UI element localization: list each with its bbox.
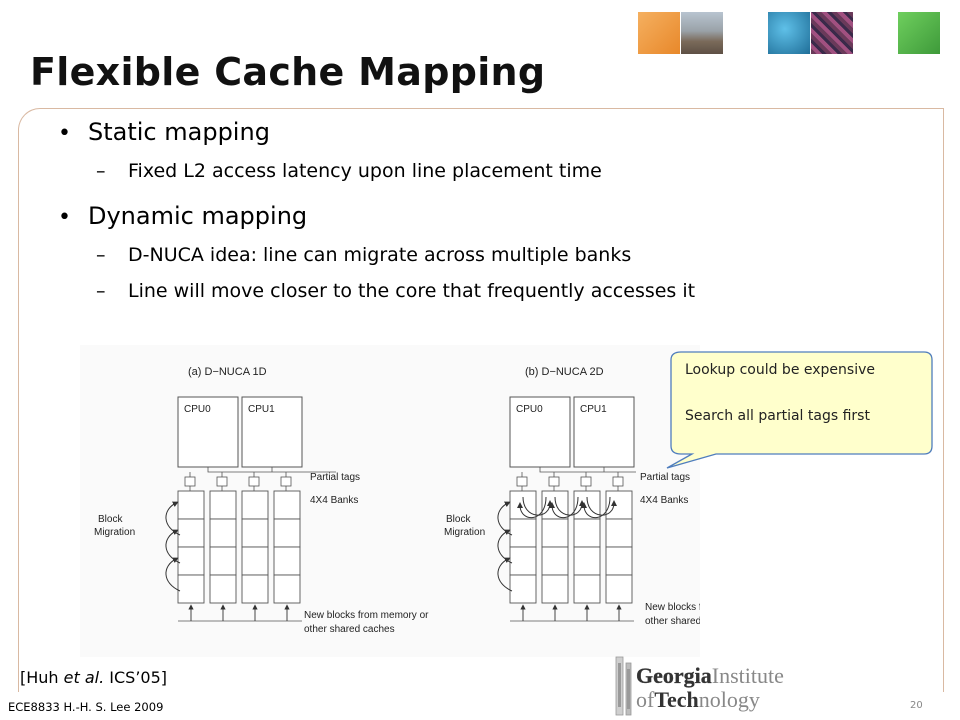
- sub-bullet: – D-NUCA idea: line can migrate across m…: [96, 244, 918, 266]
- bullet-static-mapping: • Static mapping: [58, 118, 918, 146]
- bullet-dynamic-mapping: • Dynamic mapping: [58, 202, 918, 230]
- cpu0-label-b: CPU0: [516, 404, 543, 415]
- logo-of: of: [636, 687, 655, 712]
- svg-text:ofTechnology: ofTechnology: [636, 687, 760, 712]
- orange-thumbnail: [638, 12, 680, 54]
- migration-arrows-a: [165, 501, 181, 592]
- georgia-tech-logo: GeorgiaInstitute ofTechnology: [615, 656, 784, 716]
- bullet-text: Dynamic mapping: [88, 202, 308, 230]
- building-photo-thumbnail: [681, 12, 723, 54]
- cpu1-label-b: CPU1: [580, 404, 607, 415]
- panel-a-title: (a) D−NUCA 1D: [188, 366, 267, 378]
- block-label-a: Block: [98, 514, 123, 525]
- bullet-text: Static mapping: [88, 118, 270, 146]
- banks-label-a: 4X4 Banks: [310, 495, 358, 506]
- new-blocks-label-b-2: other shared caches: [645, 616, 700, 627]
- citation: [Huh et al. ICS’05]: [20, 668, 167, 687]
- new-blocks-label-b-1: New blocks from memory or: [645, 602, 700, 613]
- content-frame: [18, 108, 944, 692]
- header-thumbnails: [0, 12, 960, 54]
- cpu1-box-b: [573, 396, 635, 468]
- migration-arrows-b: [497, 496, 617, 592]
- sub-bullet: – Fixed L2 access latency upon line plac…: [96, 160, 918, 182]
- blue-thumbnail: [768, 12, 810, 54]
- sub-bullet-glyph: –: [96, 280, 106, 302]
- partial-tags-label-b: Partial tags: [640, 472, 690, 483]
- callout-line-1: Lookup could be expensive: [685, 362, 875, 378]
- banks-label-b: 4X4 Banks: [640, 495, 688, 506]
- bullet-list: • Static mapping – Fixed L2 access laten…: [58, 118, 918, 302]
- chip-photo-thumbnail: [811, 12, 853, 54]
- callout-text: Lookup could be expensive Search all par…: [685, 358, 925, 428]
- sub-bullet-glyph: –: [96, 244, 106, 266]
- partial-tags-label-a: Partial tags: [310, 472, 360, 483]
- sub-bullet-text: D-NUCA idea: line can migrate across mul…: [128, 244, 632, 266]
- sub-bullet-text: Fixed L2 access latency upon line placem…: [128, 160, 602, 182]
- bank-grid-a: [177, 490, 301, 604]
- green-thumbnail: [898, 12, 940, 54]
- migration-label-a: Migration: [94, 527, 135, 538]
- new-blocks-label-a-2: other shared caches: [304, 624, 395, 635]
- partial-tag-boxes: [184, 476, 292, 487]
- citation-close: ICS’05]: [104, 668, 168, 687]
- callout-line-2: Search all partial tags first: [685, 408, 870, 424]
- panel-b-title: (b) D−NUCA 2D: [525, 366, 604, 378]
- sub-bullet-glyph: –: [96, 160, 106, 182]
- svg-text:GeorgiaInstitute: GeorgiaInstitute: [636, 663, 784, 688]
- footer-course: ECE8833 H.-H. S. Lee 2009: [8, 700, 164, 714]
- cpu1-label: CPU1: [248, 404, 275, 415]
- citation-open: [Huh: [20, 668, 64, 687]
- bullet-glyph: •: [58, 121, 71, 146]
- d-nuca-diagram: (a) D−NUCA 1D CPU0 CPU1: [80, 345, 700, 657]
- cpu0-box-b: [509, 396, 571, 468]
- sub-bullet: – Line will move closer to the core that…: [96, 280, 918, 302]
- citation-etal: et al.: [63, 668, 105, 687]
- new-blocks-label-a-1: New blocks from memory or: [304, 610, 429, 621]
- logo-georgia: Georgia: [636, 663, 712, 688]
- cpu0-label: CPU0: [184, 404, 211, 415]
- panel-a: (a) D−NUCA 1D CPU0 CPU1: [94, 366, 429, 635]
- panel-b: (b) D−NUCA 2D CPU0 CPU1: [444, 366, 700, 627]
- cpu1-box: [241, 396, 303, 468]
- logo-nology: nology: [699, 687, 760, 712]
- logo-tech: Tech: [654, 687, 698, 712]
- sub-bullet-text: Line will move closer to the core that f…: [128, 280, 696, 302]
- cpu0-box: [177, 396, 239, 468]
- bank-grid-b: [509, 490, 633, 604]
- page-number: 20: [910, 700, 923, 711]
- logo-institute: Institute: [712, 663, 784, 688]
- bullet-glyph: •: [58, 205, 71, 230]
- block-label-b: Block: [446, 514, 471, 525]
- tower-icon: [615, 656, 632, 716]
- slide-title: Flexible Cache Mapping: [30, 50, 546, 94]
- migration-label-b: Migration: [444, 527, 485, 538]
